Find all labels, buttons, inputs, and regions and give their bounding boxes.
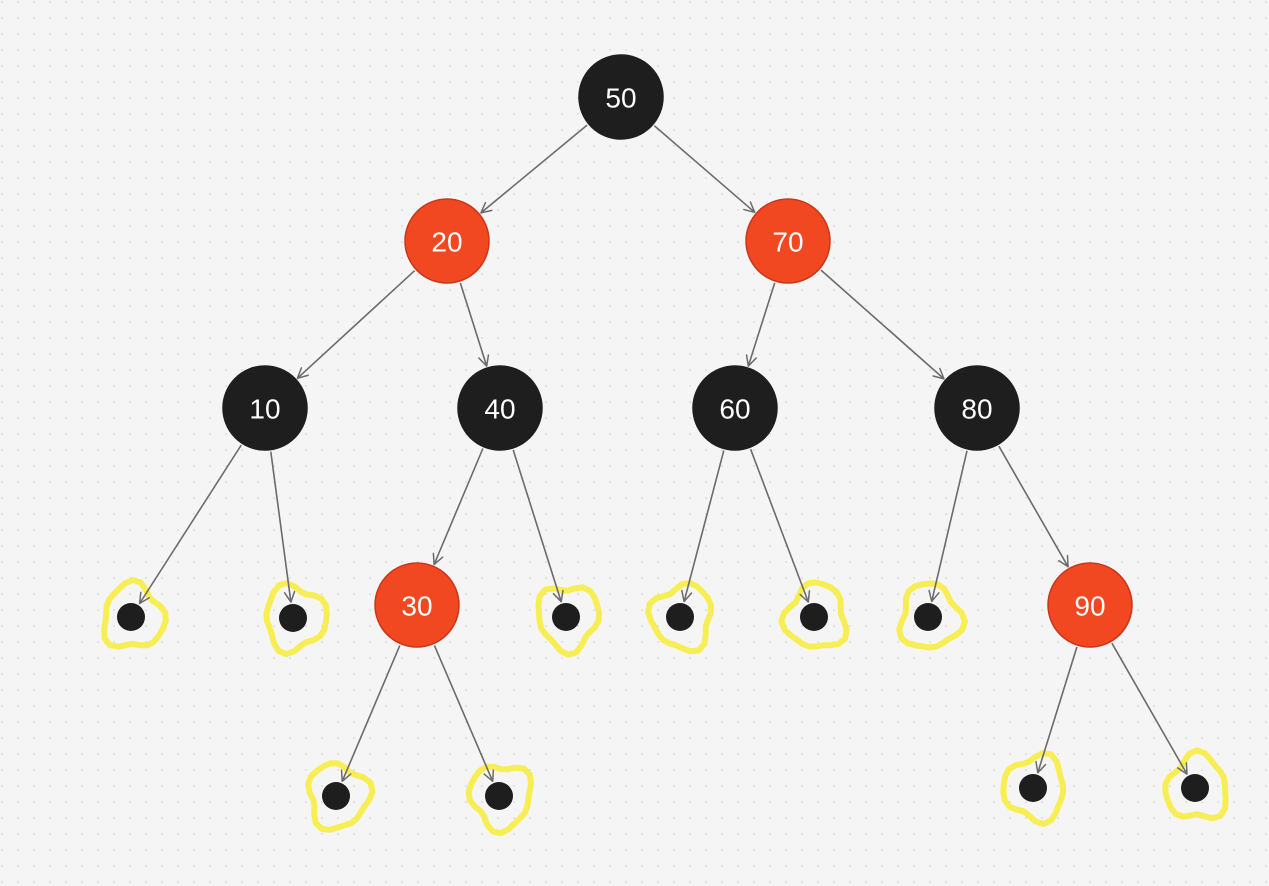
- edge-n40-to-nil-40-right: [512, 449, 564, 603]
- node-label-50: 50: [605, 83, 636, 114]
- tree-node-30: 30: [374, 562, 460, 648]
- node-circle-60: [692, 365, 778, 451]
- edge-n10-to-nil-10-right: [270, 451, 296, 603]
- node-circle-20: [404, 198, 490, 284]
- nil-leaf-nil-40-right: [552, 603, 580, 631]
- tree-node-10: 10: [222, 365, 308, 451]
- edge-n70-to-n80: [820, 269, 945, 380]
- tree-node-90: 90: [1047, 562, 1133, 648]
- node-label-40: 40: [484, 394, 515, 425]
- highlight-ring-nil-80-left: [896, 580, 968, 651]
- edge-n30-to-nil-30-left: [340, 645, 401, 783]
- highlight-ring-nil-60-left: [645, 580, 715, 655]
- node-layer: 50 20 70 10 40 60 80 30 90: [117, 54, 1209, 810]
- tree-node-60: 60: [692, 365, 778, 451]
- nil-leaf-nil-10-right: [279, 604, 307, 632]
- nil-leaf-nil-80-left: [914, 603, 942, 631]
- node-circle-10: [222, 365, 308, 451]
- node-circle-50: [578, 54, 664, 140]
- edge-n40-to-n30: [432, 448, 484, 566]
- nil-leaf-nil-30-left: [322, 782, 350, 810]
- edge-n30-to-nil-30-right: [433, 645, 495, 783]
- edge-n50-to-n20: [480, 124, 588, 214]
- highlight-ring-nil-10-right: [263, 580, 330, 658]
- edge-n70-to-n60: [745, 282, 776, 367]
- edge-layer: [138, 124, 1188, 783]
- edge-n90-to-nil-90-left: [1035, 646, 1078, 774]
- nil-leaf-nil-60-left: [666, 603, 694, 631]
- nil-leaf-nil-90-left: [1019, 774, 1047, 802]
- highlight-ring-nil-90-right: [1162, 747, 1229, 822]
- nil-leaf-nil-60-right: [800, 603, 828, 631]
- edge-n80-to-nil-80-left: [928, 450, 968, 603]
- node-label-20: 20: [431, 227, 462, 258]
- edge-n80-to-n90: [998, 445, 1069, 568]
- node-label-60: 60: [719, 394, 750, 425]
- highlight-ring-nil-40-right: [535, 584, 603, 658]
- node-label-10: 10: [249, 394, 280, 425]
- node-label-70: 70: [772, 227, 803, 258]
- node-circle-80: [934, 365, 1020, 451]
- edge-n60-to-nil-60-right: [749, 448, 811, 603]
- highlight-layer: [101, 576, 1229, 837]
- node-label-30: 30: [401, 591, 432, 622]
- node-circle-90: [1047, 562, 1133, 648]
- node-circle-70: [745, 198, 831, 284]
- node-label-80: 80: [961, 394, 992, 425]
- tree-node-70: 70: [745, 198, 831, 284]
- highlight-ring-nil-30-left: [305, 760, 376, 833]
- tree-node-80: 80: [934, 365, 1020, 451]
- tree-node-20: 20: [404, 198, 490, 284]
- nil-leaf-nil-30-right: [485, 782, 513, 810]
- highlight-ring-nil-10-left: [101, 576, 169, 650]
- nil-leaf-nil-10-left: [117, 603, 145, 631]
- node-circle-40: [457, 365, 543, 451]
- edge-n10-to-nil-10-left: [138, 444, 242, 605]
- highlight-ring-nil-30-right: [465, 763, 534, 837]
- edge-n20-to-n40: [459, 282, 490, 367]
- node-label-90: 90: [1074, 591, 1105, 622]
- edge-n50-to-n70: [653, 125, 756, 214]
- tree-node-50: 50: [578, 54, 664, 140]
- node-circle-30: [374, 562, 460, 648]
- highlight-ring-nil-90-left: [1000, 750, 1067, 827]
- edge-n60-to-nil-60-left: [681, 450, 725, 603]
- edge-n20-to-n10: [296, 270, 416, 380]
- nil-leaf-nil-90-right: [1181, 774, 1209, 802]
- edge-n90-to-nil-90-right: [1111, 642, 1188, 775]
- tree-node-40: 40: [457, 365, 543, 451]
